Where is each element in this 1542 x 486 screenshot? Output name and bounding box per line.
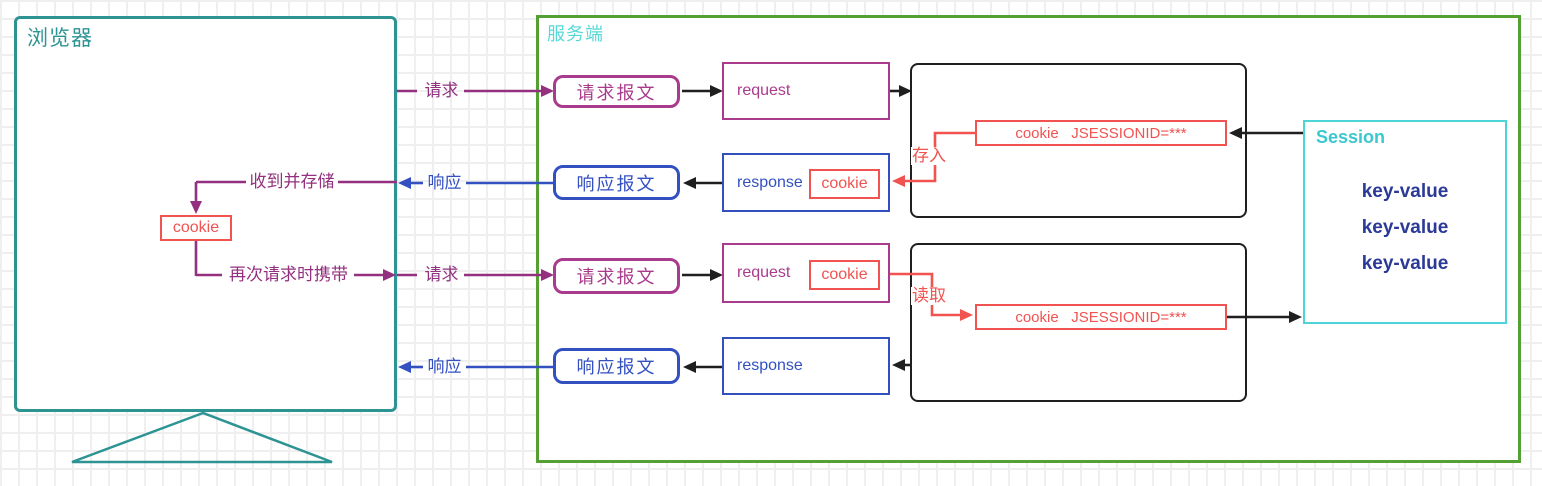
browser-cookie-box: cookie [160, 215, 232, 241]
response-flow-label-2: 响应 [427, 357, 462, 376]
request-object-box-2: request cookie [722, 243, 890, 303]
request-flow-label-2: 请求 [424, 265, 459, 284]
session-title: Session [1316, 127, 1386, 147]
response-object-box-1: response cookie [722, 153, 890, 212]
session-entry: key-value [1361, 253, 1449, 274]
response-message-box-1: 响应报文 [553, 165, 680, 200]
browser-title: 浏览器 [27, 27, 93, 50]
request-cookie-box: cookie [809, 260, 880, 290]
store-label: 存入 [911, 146, 947, 165]
response-object-label: response [737, 357, 803, 374]
request-object-label: request [737, 82, 791, 99]
resend-flow-label: 再次请求时携带 [229, 265, 348, 284]
request-object-label: request [737, 264, 791, 281]
session-entry: key-value [1361, 217, 1449, 238]
monitor-stand-icon [71, 411, 333, 464]
session-cookie-box-2: cookie JSESSIONID=*** [975, 304, 1227, 330]
response-object-label: response [737, 173, 803, 191]
response-cookie-box: cookie [809, 169, 880, 199]
read-label: 读取 [911, 286, 947, 305]
request-message-box-2: 请求报文 [553, 258, 680, 294]
response-message-box-2: 响应报文 [553, 348, 680, 384]
session-entry: key-value [1361, 181, 1449, 202]
response-flow-label-1: 响应 [427, 173, 462, 192]
store-flow-label: 收到并存储 [249, 172, 335, 191]
request-object-box-1: request [722, 62, 890, 120]
browser-box [14, 16, 397, 412]
request-message-box-1: 请求报文 [553, 75, 680, 108]
request-flow-label-1: 请求 [424, 81, 459, 100]
response-object-box-2: response [722, 337, 890, 395]
session-box: Session key-value key-value key-value [1303, 120, 1507, 324]
server-title: 服务端 [547, 24, 604, 44]
session-cookie-box-1: cookie JSESSIONID=*** [975, 120, 1227, 146]
session-entries: key-value key-value key-value [1305, 174, 1505, 282]
